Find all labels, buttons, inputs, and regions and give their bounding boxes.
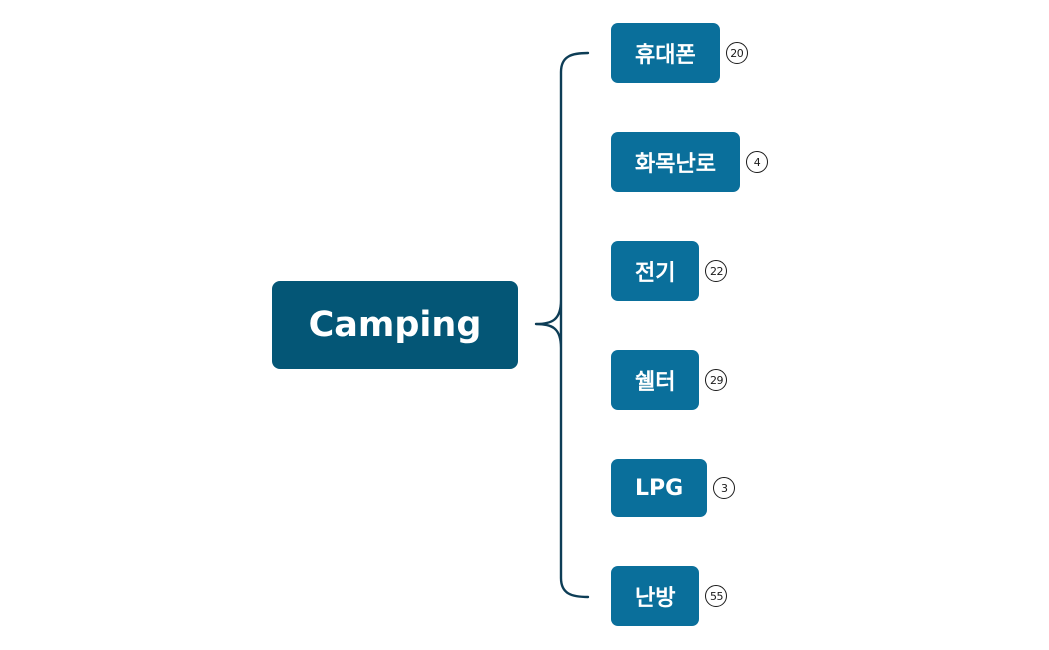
branch-label: 휴대폰: [635, 43, 696, 68]
branch-node[interactable]: 화목난로: [611, 132, 740, 192]
branch-node[interactable]: 난방: [611, 566, 700, 626]
count-value: 55: [709, 589, 724, 603]
count-value: 29: [709, 373, 724, 387]
branch-item-phone[interactable]: 휴대폰 20: [611, 23, 748, 83]
branch-item-shelter[interactable]: 쉘터 29: [611, 350, 728, 410]
branch-item-heating[interactable]: 난방 55: [611, 566, 728, 626]
branch-label: LPG: [635, 475, 684, 501]
branch-label: 난방: [635, 586, 676, 611]
branch-connector: [534, 51, 590, 599]
central-topic-camping[interactable]: Camping: [272, 281, 518, 369]
central-topic-label: Camping: [308, 305, 482, 345]
count-value: 3: [720, 481, 728, 495]
branch-node[interactable]: 쉘터: [611, 350, 700, 410]
count-badge: 22: [705, 260, 728, 282]
branch-label: 전기: [635, 261, 676, 286]
count-badge: 29: [705, 369, 728, 391]
count-value: 22: [709, 264, 724, 278]
count-badge: 3: [713, 477, 736, 499]
branch-item-electricity[interactable]: 전기 22: [611, 241, 728, 301]
branch-node[interactable]: LPG: [611, 459, 708, 517]
branch-label: 쉘터: [635, 370, 676, 395]
count-value: 4: [753, 155, 761, 169]
count-badge: 20: [725, 42, 748, 64]
count-badge: 55: [705, 585, 728, 607]
branch-node[interactable]: 전기: [611, 241, 700, 301]
branch-label: 화목난로: [635, 152, 716, 177]
branch-item-wood-stove[interactable]: 화목난로 4: [611, 132, 768, 192]
count-badge: 4: [745, 151, 768, 173]
branch-node[interactable]: 휴대폰: [611, 23, 720, 83]
branch-item-lpg[interactable]: LPG 3: [611, 459, 736, 517]
count-value: 20: [730, 46, 744, 60]
